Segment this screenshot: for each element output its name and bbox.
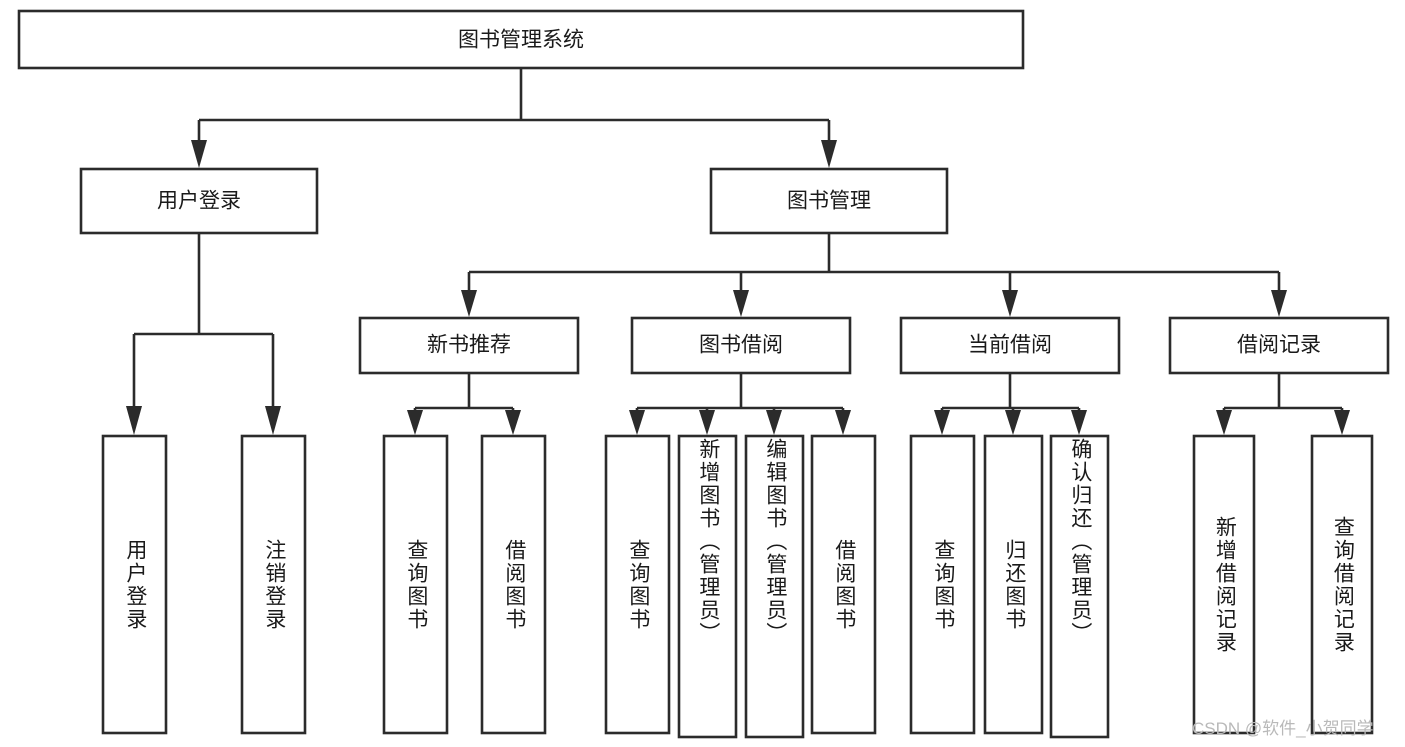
leaf-box-logout[interactable] xyxy=(240,434,307,735)
node-user-login-box[interactable] xyxy=(79,167,319,235)
arrowhead-new-book-rec xyxy=(461,290,477,317)
arrowhead-leaf-user-login xyxy=(126,406,142,435)
arrowhead-leaf-query-record xyxy=(1334,410,1350,435)
arrowhead-leaf-query-book-3 xyxy=(934,410,950,435)
leaf-box-borrow-book-2[interactable] xyxy=(810,434,877,735)
arrowhead-user-login xyxy=(191,140,207,168)
arrowhead-leaf-borrow-book-1 xyxy=(505,410,521,435)
leaf-box-borrow-book-1[interactable] xyxy=(480,434,547,735)
arrowhead-leaf-add-book xyxy=(699,410,715,435)
node-book-manage-box[interactable] xyxy=(709,167,949,235)
node-new-book-rec-label: 新书推荐 xyxy=(427,334,511,357)
node-borrow-record-box[interactable] xyxy=(1168,316,1390,375)
arrowhead-leaf-return-book xyxy=(1005,410,1021,435)
node-new-book-rec-box[interactable] xyxy=(358,316,580,375)
node-root[interactable]: 图书管理系统 xyxy=(17,9,1025,70)
arrowhead-book-borrow xyxy=(733,290,749,317)
node-borrow-record-label: 借阅记录 xyxy=(1237,334,1321,357)
connectors-group xyxy=(126,68,1350,435)
node-user-login-label: 用户登录 xyxy=(157,190,241,213)
node-current-borrow-label: 当前借阅 xyxy=(968,334,1052,357)
leaf-box-confirm-return[interactable] xyxy=(1049,434,1110,739)
leaf-box-query-book-2[interactable] xyxy=(604,434,671,735)
arrowhead-borrow-record xyxy=(1271,290,1287,317)
arrowhead-leaf-logout xyxy=(265,406,281,435)
node-book-borrow-box[interactable] xyxy=(630,316,852,375)
node-book-manage[interactable]: 图书管理 xyxy=(709,167,949,235)
leaf-box-query-book-1[interactable] xyxy=(382,434,449,735)
node-book-borrow[interactable]: 图书借阅 xyxy=(630,316,852,375)
node-current-borrow-box[interactable] xyxy=(899,316,1121,375)
leaf-box-query-record[interactable] xyxy=(1310,434,1374,735)
arrowhead-leaf-borrow-book-2 xyxy=(835,410,851,435)
node-book-borrow-label: 图书借阅 xyxy=(699,334,783,357)
csdn-watermark: CSDN @软件_小贺同学 xyxy=(1192,719,1374,738)
node-new-book-rec[interactable]: 新书推荐 xyxy=(358,316,580,375)
leaf-box-add-book[interactable] xyxy=(677,434,738,739)
arrowhead-leaf-edit-book xyxy=(766,410,782,435)
arrowhead-leaf-query-book-1 xyxy=(407,410,423,435)
node-root-label: 图书管理系统 xyxy=(458,29,584,52)
leaf-box-query-book-3[interactable] xyxy=(909,434,976,735)
arrowhead-leaf-query-book-2 xyxy=(629,410,645,435)
node-user-login[interactable]: 用户登录 xyxy=(79,167,319,235)
leaf-box-return-book[interactable] xyxy=(983,434,1044,735)
node-root-box[interactable] xyxy=(17,9,1025,70)
node-book-manage-label: 图书管理 xyxy=(787,190,871,213)
arrowhead-book-manage xyxy=(821,140,837,168)
leaf-box-add-record[interactable] xyxy=(1192,434,1256,735)
arrowhead-leaf-add-record xyxy=(1216,410,1232,435)
arrowhead-leaf-confirm-return xyxy=(1071,410,1087,435)
leaf-boxes-group xyxy=(101,434,1374,739)
node-borrow-record[interactable]: 借阅记录 xyxy=(1168,316,1390,375)
leaf-box-edit-book[interactable] xyxy=(744,434,805,739)
arrowhead-current-borrow xyxy=(1002,290,1018,317)
leaf-box-user-login[interactable] xyxy=(101,434,168,735)
node-current-borrow[interactable]: 当前借阅 xyxy=(899,316,1121,375)
